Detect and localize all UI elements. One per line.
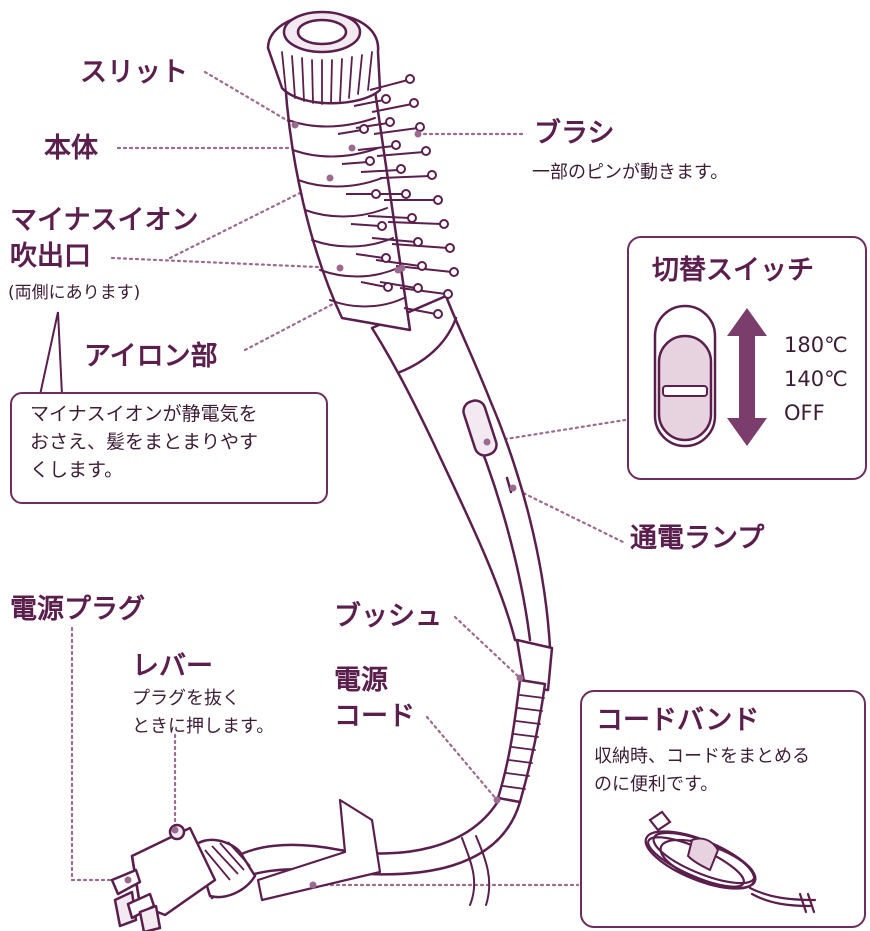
label-power-lamp: 通電ランプ xyxy=(630,523,765,554)
label-iron: アイロン部 xyxy=(84,341,218,372)
label-ion-outlet-1: マイナスイオン xyxy=(10,205,199,236)
strain-relief xyxy=(496,678,547,804)
switch-pos-off: OFF xyxy=(784,401,825,425)
label-brush-note: 一部のピンが動きます。 xyxy=(532,162,729,183)
label-brush: ブラシ xyxy=(534,118,615,149)
switch-pos-180: 180℃ xyxy=(784,333,848,357)
bush xyxy=(515,638,554,692)
leader-slit xyxy=(203,70,297,127)
label-ion-outlet-note: (両側にあります) xyxy=(8,283,141,303)
switch-pos-140: 140℃ xyxy=(784,367,848,391)
coiled-cord-illustration xyxy=(644,810,817,914)
cord-band xyxy=(256,798,382,902)
ion-callout-line-2: おさえ、髪をまとまりやす xyxy=(30,431,259,453)
switch-panel-title: 切替スイッチ xyxy=(652,255,814,286)
leader-lamp xyxy=(511,486,627,545)
label-cord-band: コードバンド xyxy=(596,705,760,736)
brush-pins xyxy=(337,74,459,319)
leader-plug xyxy=(70,626,130,882)
label-body: 本体 xyxy=(44,133,98,164)
label-slit: スリット xyxy=(80,57,188,88)
label-lever-note-1: プラグを抜く xyxy=(132,688,240,709)
callout-pointer xyxy=(39,311,63,396)
label-plug: 電源プラグ xyxy=(10,594,145,625)
label-bush: ブッシュ xyxy=(334,601,442,632)
leader-cord xyxy=(425,715,499,802)
leader-bush xyxy=(453,615,522,680)
switch-arrow xyxy=(727,308,767,446)
label-cord-2: コード xyxy=(334,701,415,732)
brush-barrel xyxy=(283,68,412,332)
switch-illustration xyxy=(653,304,767,448)
leader-switch xyxy=(485,418,627,444)
label-ion-outlet-2: 吹出口 xyxy=(10,241,91,272)
ion-callout-line-3: くします。 xyxy=(30,459,124,481)
label-cord-band-note-1: 収納時、コードをまとめる xyxy=(594,746,810,767)
label-lever: レバー xyxy=(132,651,213,682)
power-plug xyxy=(110,823,257,931)
ion-callout-line-1: マイナスイオンが静電気を xyxy=(30,403,258,425)
label-cord-band-note-2: のに便利です。 xyxy=(594,774,719,795)
label-lever-note-2: ときに押します。 xyxy=(132,716,275,737)
leader-ion-1 xyxy=(110,256,342,270)
label-cord-1: 電源 xyxy=(334,665,388,696)
ion-callout-box xyxy=(10,392,328,504)
